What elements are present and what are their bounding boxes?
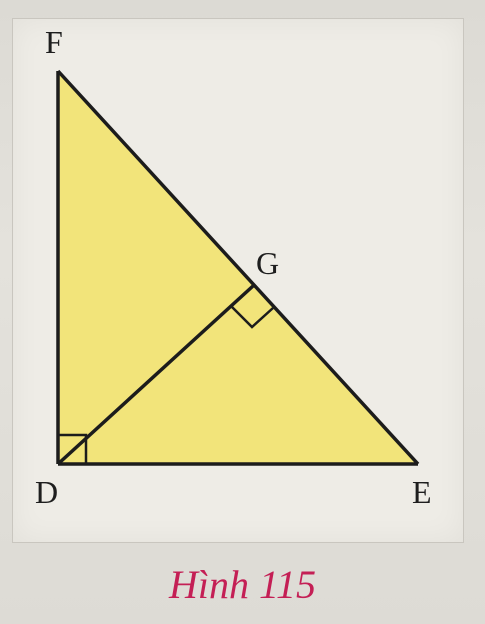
vertex-label-d: D [35, 474, 59, 510]
altitude-dg [56, 284, 255, 466]
right-angle-mark-g [230, 305, 274, 329]
vertex-label-f: F [45, 24, 63, 60]
figure-caption: Hình 115 [168, 562, 317, 607]
vertex-label-g: G [256, 245, 280, 281]
vertex-label-e: E [412, 474, 432, 510]
right-angle-mark-d [58, 433, 88, 464]
side-fe [56, 69, 420, 466]
